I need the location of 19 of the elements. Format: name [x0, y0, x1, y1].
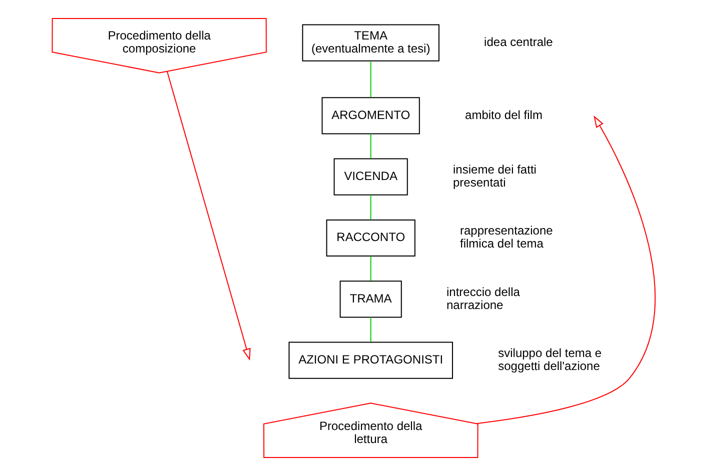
node-label: ambito del film [464, 107, 542, 122]
node-box: ARGOMENTO [321, 96, 420, 134]
node-label: insieme dei fatti presentati [452, 162, 536, 189]
arrow [475, 115, 655, 424]
connector [370, 132, 371, 159]
node-box: TEMA (eventualmente a tesi) [302, 24, 439, 61]
node-label: sviluppo del tema e soggetti dell'azione [498, 345, 602, 372]
connector [370, 194, 371, 220]
node-label: rappresentazione filmica del tema [460, 223, 552, 250]
node-box: RACCONTO [326, 218, 415, 256]
node-label: idea centrale [484, 34, 552, 48]
connector [370, 255, 371, 281]
node-box: VICENDA [333, 158, 408, 195]
connector [370, 316, 371, 342]
arrow [166, 70, 250, 360]
node-label: intreccio della narrazione [446, 284, 520, 312]
connector [370, 60, 371, 98]
node-box: AZIONI E PROTAGONISTI [288, 341, 452, 378]
node-box: TRAMA [339, 280, 402, 318]
